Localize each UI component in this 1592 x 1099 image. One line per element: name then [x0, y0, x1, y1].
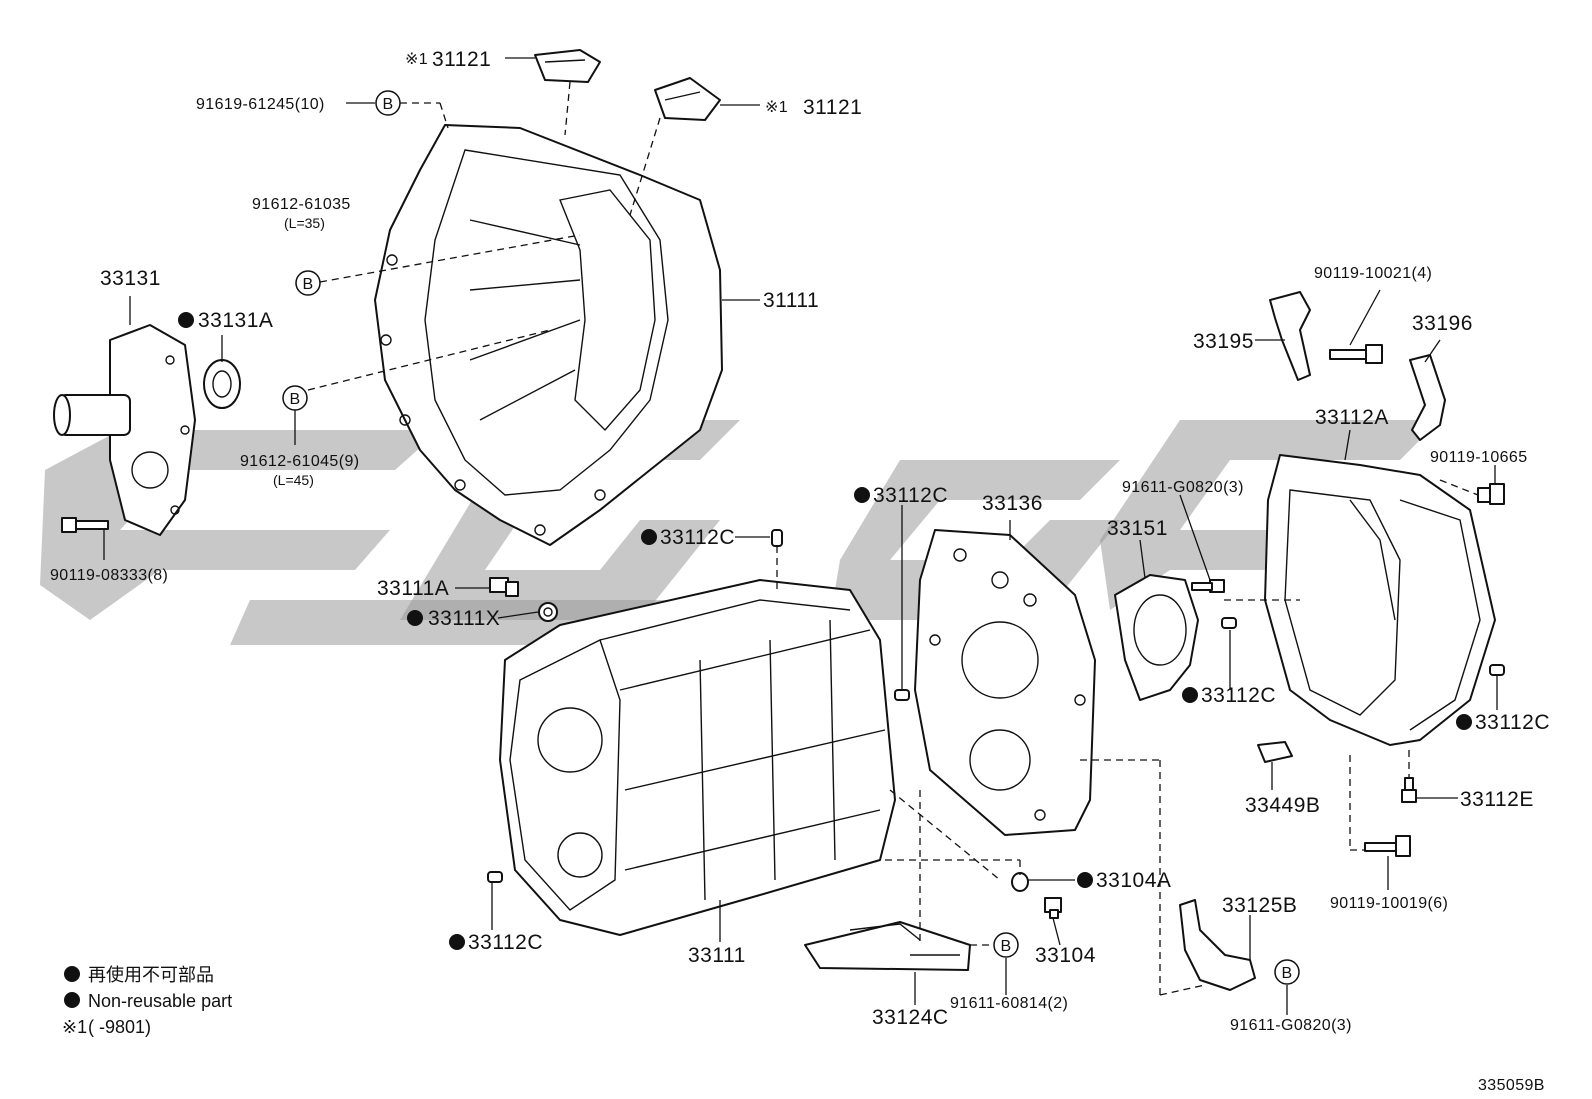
bolt-90119-10019[interactable]	[1364, 835, 1411, 857]
label-33125B: 33125B	[1222, 894, 1297, 917]
cap-31121-right[interactable]	[654, 77, 721, 121]
label-91611-G0820-top: 91611-G0820(3)	[1122, 479, 1244, 496]
retainer-33151[interactable]	[1114, 574, 1199, 701]
legend-line-jp: 再使用不可部品	[88, 965, 214, 985]
legend-line-range: ( -9801)	[88, 1017, 151, 1037]
bracket-33196[interactable]	[1409, 354, 1446, 441]
label-91612-61035: 91612-61035	[252, 196, 351, 213]
b-marker-1: B	[375, 90, 401, 116]
oil-seal-33131A[interactable]	[203, 359, 241, 409]
label-33112E: 33112E	[1460, 788, 1534, 811]
label-91612-61045-len: (L=45)	[273, 472, 314, 488]
pin-33112C-d[interactable]	[1221, 617, 1237, 629]
legend: 再使用不可部品 Non-reusable part ※1 ( -9801)	[62, 965, 232, 1037]
drain-plug-33111A[interactable]	[489, 577, 519, 597]
b-marker-4: B	[993, 932, 1019, 958]
label-90119-08333: 90119-08333(8)	[50, 567, 168, 584]
legend-line-en: Non-reusable part	[88, 991, 232, 1011]
label-33112C-b: 33112C	[873, 484, 948, 507]
label-33131A: 33131A	[198, 309, 273, 332]
bracket-33195[interactable]	[1269, 291, 1311, 381]
intermediate-plate-33136[interactable]	[914, 529, 1096, 836]
legend-mark: ※1	[62, 1017, 87, 1037]
label-33112C-d: 33112C	[1201, 684, 1276, 707]
svg-text:B: B	[1000, 938, 1011, 955]
b-marker-2: B	[295, 270, 321, 296]
b-marker-5: B	[1274, 959, 1300, 985]
gasket-33111X[interactable]	[538, 602, 558, 622]
pin-33112C-a[interactable]	[771, 529, 783, 547]
label-33151: 33151	[1107, 517, 1168, 540]
label-33112C-c: 33112C	[468, 931, 543, 954]
label-33111X: 33111X	[428, 607, 500, 630]
svg-text:B: B	[1281, 965, 1292, 982]
label-33136: 33136	[982, 492, 1043, 515]
label-31121-right-mark: ※1	[765, 99, 788, 116]
bell-housing-31111[interactable]	[374, 124, 723, 546]
label-90119-10021: 90119-10021(4)	[1314, 265, 1432, 282]
label-33449B: 33449B	[1245, 794, 1320, 817]
bolt-90119-10665[interactable]	[1477, 483, 1505, 505]
label-33111-case: 33111	[688, 944, 746, 967]
label-91619-61245: 91619-61245(10)	[196, 96, 325, 113]
bolt-90119-08333[interactable]	[61, 517, 109, 533]
figure-code: 335059B	[1478, 1077, 1545, 1094]
bolt-91611-G0820-top[interactable]	[1191, 579, 1225, 593]
cover-33124C[interactable]	[804, 921, 971, 971]
label-33111A: 33111A	[377, 577, 449, 600]
plug-33104[interactable]	[1044, 897, 1062, 919]
plug-33112E[interactable]	[1401, 777, 1417, 803]
bolt-90119-10021[interactable]	[1329, 344, 1383, 364]
transmission-case-33111[interactable]	[499, 579, 896, 936]
label-33112C-a: 33112C	[660, 526, 735, 549]
label-33112A: 33112A	[1315, 406, 1389, 429]
label-33124C: 33124C	[872, 1006, 949, 1029]
label-90119-10019: 90119-10019(6)	[1330, 895, 1448, 912]
label-33195: 33195	[1193, 330, 1254, 353]
part-labels: ※1 31121 ※1 31121 91619-61245(10) 91612-…	[50, 48, 1550, 1034]
label-33196: 33196	[1412, 312, 1473, 335]
svg-text:B: B	[302, 276, 313, 293]
pin-33112C-c[interactable]	[487, 871, 503, 883]
label-31111-bell: 31111	[763, 289, 819, 312]
label-31121-top-mark: ※1	[405, 51, 428, 68]
extension-housing-33112A[interactable]	[1264, 454, 1496, 746]
label-31121-top: 31121	[432, 48, 491, 71]
label-91612-61045: 91612-61045(9)	[240, 453, 359, 470]
svg-text:B: B	[289, 391, 300, 408]
leader-lines	[103, 57, 1498, 1015]
label-90119-10665: 90119-10665	[1430, 449, 1528, 466]
svg-text:B: B	[382, 96, 393, 113]
label-31121-right: 31121	[803, 96, 862, 119]
label-91611-60814: 91611-60814(2)	[950, 995, 1068, 1012]
label-91612-61035-len: (L=35)	[284, 215, 325, 231]
b-marker-3: B	[282, 385, 308, 411]
label-33112C-e: 33112C	[1475, 711, 1550, 734]
bracket-33125B[interactable]	[1179, 899, 1256, 991]
label-33104: 33104	[1035, 944, 1096, 967]
seal-33104A[interactable]	[1011, 872, 1029, 892]
label-91611-G0820-bot: 91611-G0820(3)	[1230, 1017, 1352, 1034]
label-33104A: 33104A	[1096, 869, 1171, 892]
bearing-retainer-33131[interactable]	[53, 324, 196, 536]
pin-33112C-b[interactable]	[894, 689, 910, 701]
pin-33112C-e[interactable]	[1489, 664, 1505, 676]
non-reusable-dots	[64, 312, 1472, 1008]
cap-31121-top[interactable]	[534, 49, 601, 83]
label-33131: 33131	[100, 267, 161, 290]
block-33449B[interactable]	[1257, 741, 1293, 763]
